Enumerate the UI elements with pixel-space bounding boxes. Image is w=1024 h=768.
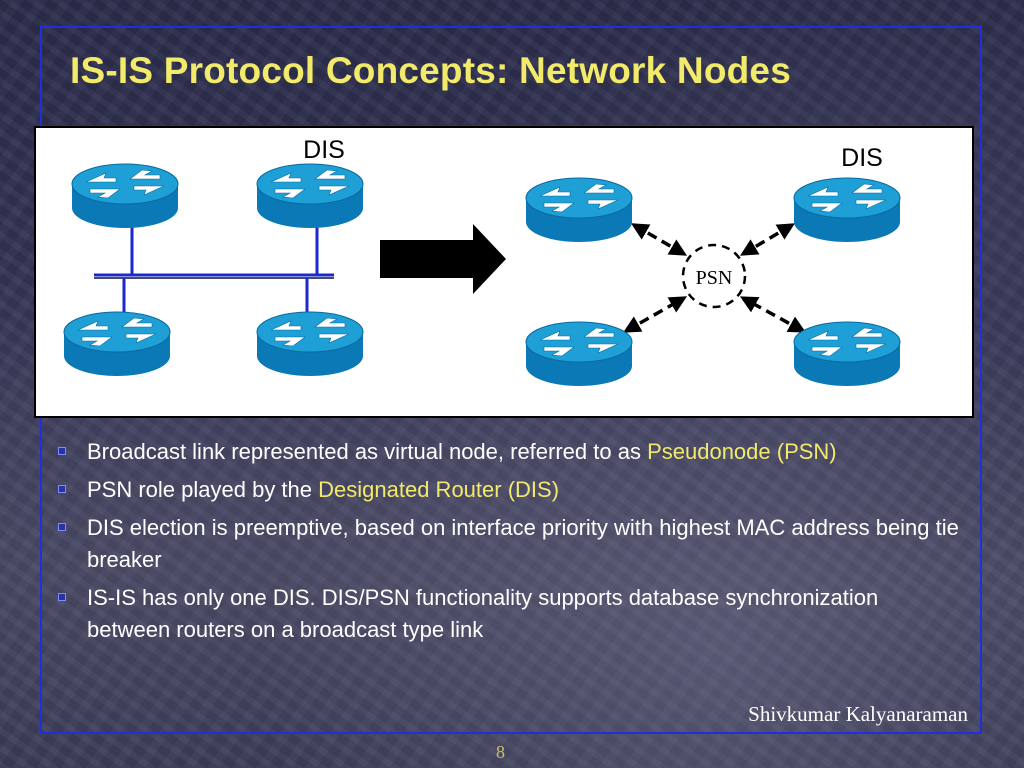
psn-link — [622, 296, 688, 333]
psn-label: PSN — [696, 267, 733, 289]
author-name: Shivkumar Kalyanaraman — [748, 702, 968, 726]
router-icon — [63, 311, 171, 377]
bullet-item: PSN role played by the Designated Router… — [56, 474, 966, 506]
bullet-square-icon — [58, 485, 66, 493]
bullet-item: Broadcast link represented as virtual no… — [56, 436, 966, 468]
arrow-right-icon — [380, 224, 506, 294]
bullet-square-icon — [58, 593, 66, 601]
psn-link — [739, 296, 807, 333]
psn-link — [630, 223, 688, 256]
psn-links — [622, 223, 807, 333]
bullet-highlight: Pseudonode (PSN) — [647, 439, 837, 464]
psn-link — [739, 223, 796, 256]
bullet-text: IS-IS has only one DIS. DIS/PSN function… — [87, 585, 879, 642]
page-number: 8 — [496, 742, 505, 762]
bullet-list: Broadcast link represented as virtual no… — [56, 436, 966, 652]
left-dis-label: DIS — [303, 136, 345, 164]
bullet-item: IS-IS has only one DIS. DIS/PSN function… — [56, 582, 966, 646]
router-icon — [256, 163, 364, 229]
right-dis-label: DIS — [841, 144, 883, 172]
router-icon — [525, 177, 633, 243]
router-icon — [525, 321, 633, 387]
pseudonode-circle — [681, 243, 747, 309]
router-icon — [793, 177, 901, 243]
bullet-text: PSN role played by the — [87, 477, 319, 502]
bullet-text: Broadcast link represented as virtual no… — [87, 439, 648, 464]
slide-title: IS-IS Protocol Concepts: Network Nodes — [70, 50, 791, 91]
router-icon — [256, 311, 364, 377]
bullet-item: DIS election is preemptive, based on int… — [56, 512, 966, 576]
router-icon — [793, 321, 901, 387]
bullet-square-icon — [58, 447, 66, 455]
network-diagram: PSN DIS DIS — [34, 126, 974, 418]
bullet-highlight: Designated Router (DIS) — [318, 477, 560, 502]
diagram-canvas: PSN DIS DIS — [63, 136, 901, 387]
bullet-text: DIS election is preemptive, based on int… — [87, 515, 959, 572]
router-icon — [71, 163, 179, 229]
bullet-square-icon — [58, 523, 66, 531]
